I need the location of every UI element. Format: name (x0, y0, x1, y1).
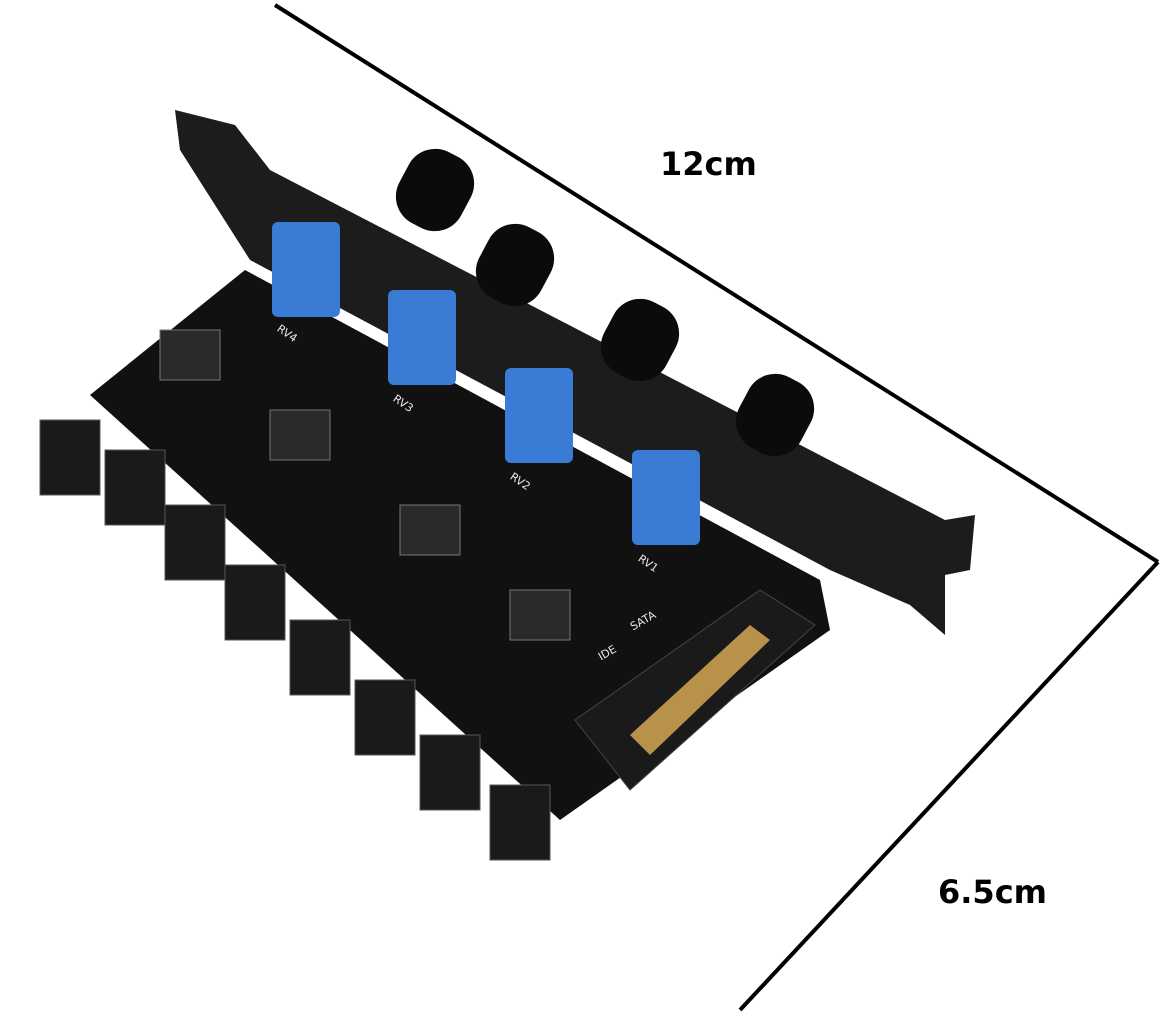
length-dimension-line (273, 3, 1160, 564)
metal-bracket (175, 110, 975, 635)
transistors (159, 329, 571, 641)
width-dimension-line (738, 560, 1160, 1012)
potentiometers (272, 222, 700, 545)
knobs (395, 148, 815, 457)
sata-pins (630, 625, 770, 755)
length-label: 12cm (660, 145, 757, 183)
fan-headers (39, 419, 551, 861)
width-label: 6.5cm (938, 873, 1047, 911)
